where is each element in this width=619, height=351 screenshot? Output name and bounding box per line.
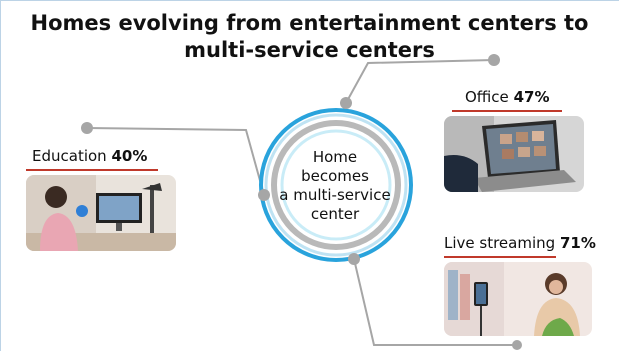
education-label: Education 40%: [32, 147, 147, 165]
title-line-2: multi-service centers: [184, 38, 435, 62]
streaming-label: Live streaming 71%: [444, 234, 596, 252]
center-line-1: Home: [312, 148, 358, 166]
node-office-ring: [340, 97, 352, 109]
node-office-end: [488, 54, 500, 66]
node-education-end: [81, 122, 93, 134]
center-line-4: center: [310, 205, 360, 223]
education-name: Education: [32, 147, 107, 165]
inner-light-ring: [280, 129, 392, 241]
title-line-1: Homes evolving from entertainment center…: [30, 11, 589, 35]
node-education-ring: [258, 189, 270, 201]
streaming-name: Live streaming: [444, 234, 556, 252]
center-label: Home becomes a multi-service center: [270, 148, 400, 224]
node-streaming-ring: [348, 253, 360, 265]
center-line-3: a multi-service: [279, 186, 391, 204]
node-streaming-end: [512, 340, 522, 350]
office-percent: 47%: [513, 88, 550, 106]
center-line-2: becomes: [301, 167, 369, 185]
office-name: Office: [465, 88, 509, 106]
office-photo: [444, 116, 584, 192]
education-percent: 40%: [111, 147, 148, 165]
streaming-underline: [444, 256, 556, 258]
connector-education: [86, 127, 265, 196]
outer-light-ring: [264, 113, 408, 257]
office-underline: [452, 110, 562, 112]
education-photo: [26, 175, 176, 251]
office-label: Office 47%: [465, 88, 549, 106]
gray-ring: [271, 120, 401, 250]
streaming-photo: [444, 262, 592, 336]
outer-blue-ring: [259, 108, 413, 262]
education-underline: [26, 169, 158, 171]
connector-streaming: [353, 258, 517, 346]
slide-title: Homes evolving from entertainment center…: [0, 10, 619, 64]
streaming-percent: 71%: [559, 234, 596, 252]
connector-office: [345, 59, 495, 104]
